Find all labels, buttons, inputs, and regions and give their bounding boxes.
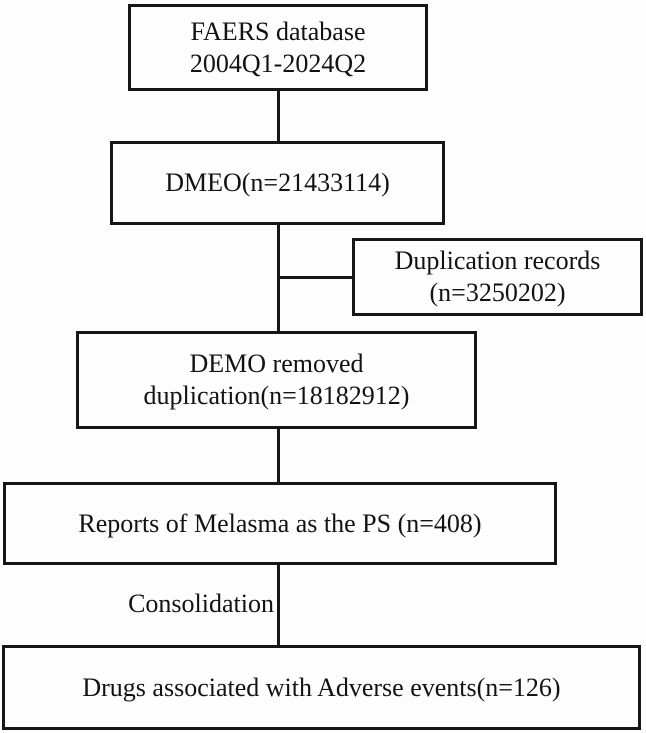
node-text-line: DEMO removed xyxy=(189,349,364,379)
node-text-line: Drugs associated with Adverse events(n=1… xyxy=(82,672,561,702)
node-text-line: 2004Q1-2024Q2 xyxy=(189,48,367,78)
node-text-line: Reports of Melasma as the PS (n=408) xyxy=(78,508,482,538)
node-dmeo: DMEO(n=21433114) xyxy=(110,141,445,225)
node-text-line: (n=3250202) xyxy=(429,278,566,307)
node-reports-melasma: Reports of Melasma as the PS (n=408) xyxy=(3,482,557,565)
node-demo-removed-duplication: DEMO removed duplication(n=18182912) xyxy=(76,331,477,429)
connector-demo-to-reports xyxy=(277,429,280,482)
connector-dmeo-to-demo xyxy=(277,225,280,331)
node-duplication-records: Duplication records (n=3250202) xyxy=(352,238,643,316)
node-faers-database: FAERS database 2004Q1-2024Q2 xyxy=(128,4,428,91)
edge-label-consolidation: Consolidation xyxy=(128,589,274,618)
node-text-line: Duplication records xyxy=(394,246,601,276)
node-drugs-adverse-events: Drugs associated with Adverse events(n=1… xyxy=(2,645,641,730)
node-text-line: DMEO(n=21433114) xyxy=(165,168,390,198)
connector-branch-duplication xyxy=(280,276,352,279)
node-text-line: FAERS database xyxy=(190,16,366,46)
node-text-line: duplication(n=18182912) xyxy=(143,381,410,410)
connector-faers-to-dmeo xyxy=(277,91,280,141)
connector-reports-to-drugs xyxy=(277,565,280,645)
